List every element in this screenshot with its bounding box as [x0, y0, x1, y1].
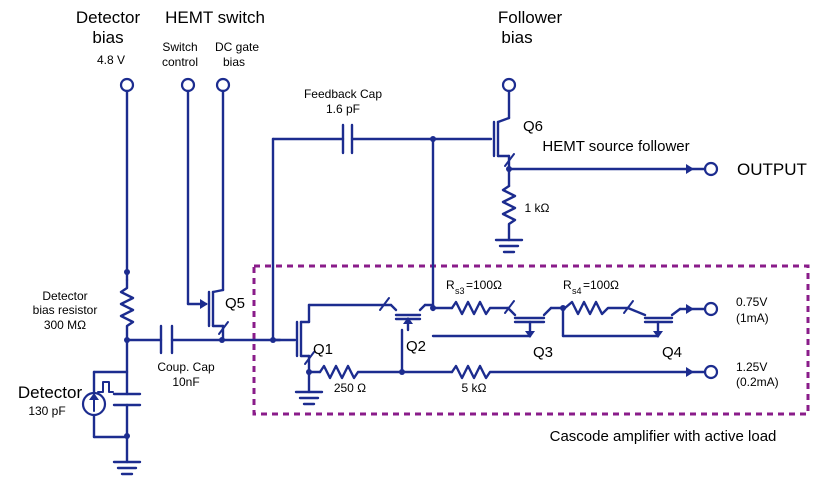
dc-gate-bias-label-1: DC gate: [215, 40, 259, 54]
cascode-amplifier: [271, 297, 707, 406]
q6-label: Q6: [523, 118, 543, 135]
rs4-label: R s4 =100Ω: [563, 278, 619, 296]
svg-text:R: R: [563, 278, 572, 292]
q5-label: Q5: [225, 295, 245, 312]
v075-terminal: [703, 301, 719, 317]
feedback-cap-label-2: 1.6 pF: [326, 102, 360, 116]
feedback-cap-label-1: Feedback Cap: [304, 87, 382, 101]
dc-gate-bias-label-2: bias: [223, 55, 245, 69]
q2-label: Q2: [406, 338, 426, 355]
q1-label: Q1: [313, 341, 333, 358]
follower-bias-terminal: [501, 77, 517, 93]
hemt-switch-label: HEMT switch: [165, 8, 265, 27]
q3-label: Q3: [533, 344, 553, 361]
det-bias-resistor-label-1: Detector: [42, 289, 87, 303]
switch-control-label-2: control: [162, 55, 198, 69]
svg-text:=100Ω: =100Ω: [583, 278, 619, 292]
follower-bias-label-1: Follower: [498, 8, 563, 27]
detector-bias-label-2: bias: [92, 28, 123, 47]
follower-bias-label-2: bias: [501, 28, 532, 47]
v075-current-label: (1mA): [736, 311, 769, 325]
det-bias-resistor-label-2: bias resistor: [33, 303, 98, 317]
detector-label: Detector: [18, 383, 83, 402]
v125-terminal: [703, 364, 719, 380]
cascode-caption: Cascode amplifier with active load: [550, 428, 777, 445]
svg-text:s4: s4: [572, 286, 582, 296]
detector-cap-label: 130 pF: [28, 404, 65, 418]
cascode-box: [252, 264, 810, 416]
detector-bias-voltage: 4.8 V: [97, 53, 125, 67]
detector-bias-terminal: [119, 77, 135, 93]
coupling-and-switch: [125, 89, 282, 355]
coup-cap-label-1: Coup. Cap: [157, 360, 215, 374]
switch-control-terminal: [180, 77, 196, 93]
r5k-label: 5 kΩ: [462, 381, 487, 395]
svg-text:R: R: [446, 278, 455, 292]
output-label: OUTPUT: [737, 160, 807, 179]
svg-text:s3: s3: [455, 286, 465, 296]
switch-control-label-1: Switch: [162, 40, 197, 54]
rs3-label: R s3 =100Ω: [446, 278, 502, 296]
q4-label: Q4: [662, 344, 682, 361]
v125-current-label: (0.2mA): [736, 375, 779, 389]
hemt-source-follower-label: HEMT source follower: [542, 138, 689, 155]
v125-label: 1.25V: [736, 360, 767, 374]
dc-gate-bias-terminal: [215, 77, 231, 93]
output-terminal: [703, 161, 719, 177]
r1k-label: 1 kΩ: [525, 201, 550, 215]
v075-label: 0.75V: [736, 295, 767, 309]
feedback-and-follower: [271, 89, 707, 342]
r250-label: 250 Ω: [334, 381, 366, 395]
detector-bias-label-1: Detector: [76, 8, 141, 27]
svg-text:=100Ω: =100Ω: [466, 278, 502, 292]
det-bias-resistor-label-3: 300 MΩ: [44, 318, 86, 332]
detector-bias-branch: [81, 89, 142, 476]
coup-cap-label-2: 10nF: [172, 375, 199, 389]
